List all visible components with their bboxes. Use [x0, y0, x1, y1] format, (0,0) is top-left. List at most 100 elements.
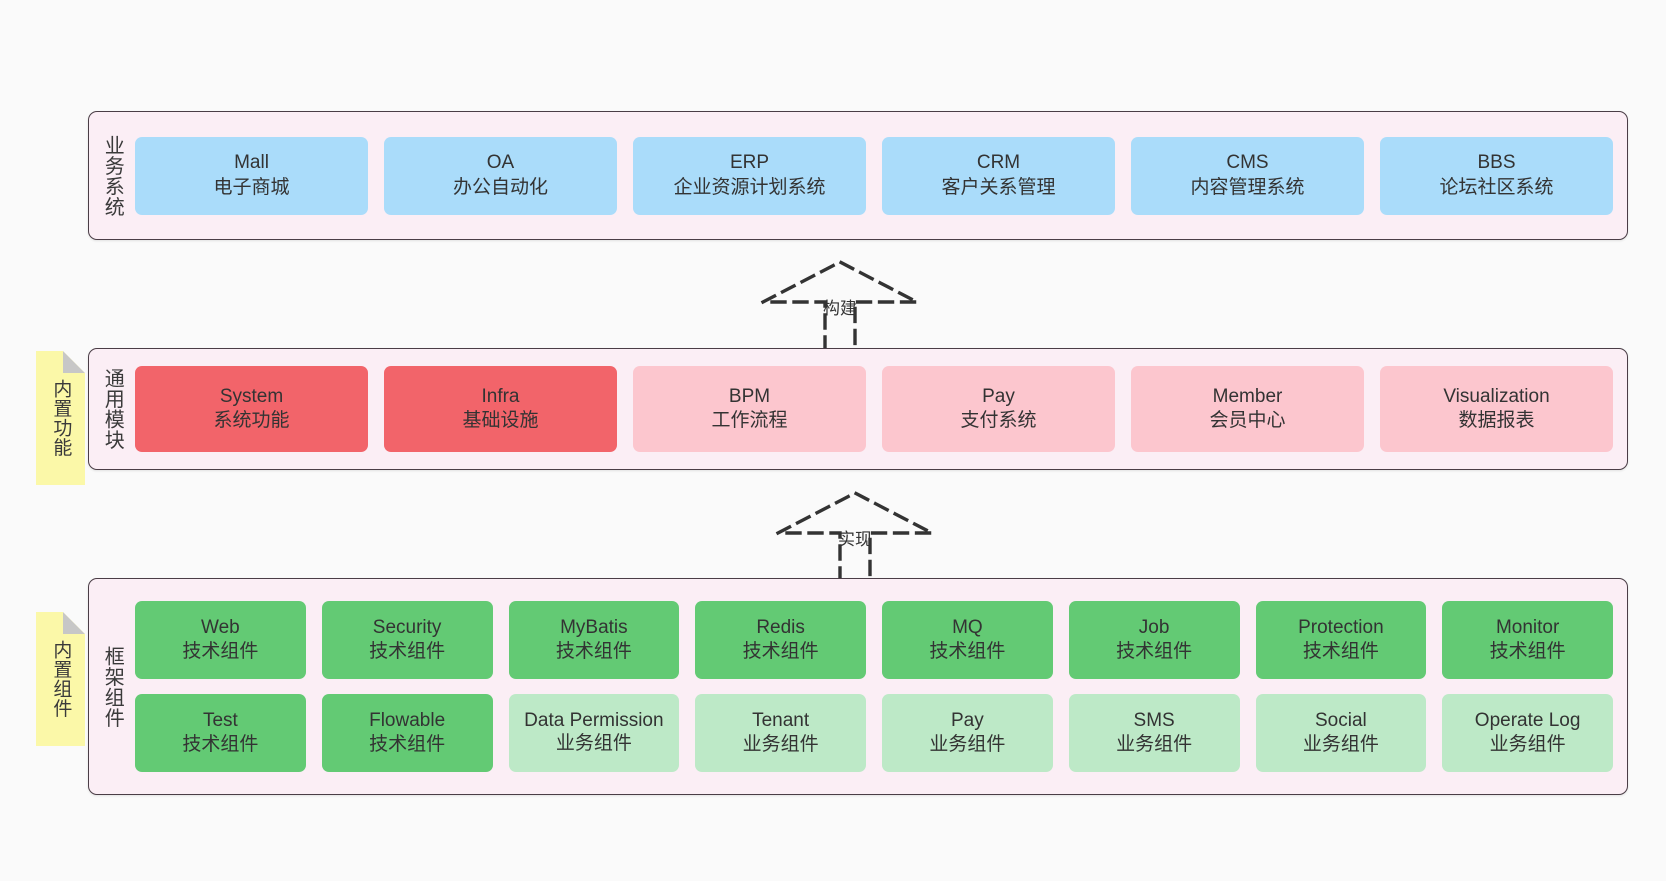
note-fold-corner-icon: [63, 351, 85, 373]
card-title: BPM: [728, 385, 771, 407]
connector-label-implement: 实现: [838, 530, 872, 549]
card-title: System: [219, 385, 284, 407]
card-title: Flowable: [369, 709, 446, 731]
card-protection[interactable]: Protection 技术组件: [1255, 601, 1427, 679]
card-subtitle: 技术组件: [1116, 641, 1193, 662]
note-builtin-components: 内置组件: [36, 612, 85, 746]
card-subtitle: 业务组件: [1116, 734, 1193, 755]
card-title: Redis: [756, 616, 805, 638]
card-subtitle: 支付系统: [960, 410, 1037, 431]
note-fold-corner-icon: [63, 612, 85, 634]
card-title: Visualization: [1443, 385, 1550, 407]
card-title: Tenant: [752, 709, 810, 731]
card-title: Monitor: [1495, 616, 1560, 638]
card-crm[interactable]: CRM 客户关系管理: [882, 136, 1115, 215]
card-subtitle: 技术组件: [1302, 641, 1379, 662]
card-mall[interactable]: Mall 电子商城: [135, 136, 368, 215]
card-subtitle: 论坛社区系统: [1439, 176, 1554, 198]
card-title: Operate Log: [1474, 709, 1581, 731]
card-erp[interactable]: ERP 企业资源计划系统: [633, 136, 866, 215]
card-subtitle: 技术组件: [742, 641, 819, 662]
card-title: Infra: [481, 385, 520, 407]
layer-common-modules: 通用模块 System 系统功能 Infra 基础设施 BPM 工作流程 Pay…: [88, 348, 1628, 470]
card-mybatis[interactable]: MyBatis 技术组件: [508, 601, 680, 679]
card-title: Job: [1138, 616, 1170, 638]
card-web[interactable]: Web 技术组件: [135, 601, 306, 679]
card-bpm[interactable]: BPM 工作流程: [633, 366, 866, 452]
card-title: Test: [202, 709, 238, 731]
card-title: CMS: [1226, 152, 1269, 174]
card-title: Web: [201, 616, 240, 638]
card-subtitle: 基础设施: [462, 410, 539, 431]
card-title: MyBatis: [560, 616, 628, 638]
card-title: Social: [1315, 709, 1367, 731]
card-subtitle: 内容管理系统: [1190, 176, 1305, 198]
card-operate-log[interactable]: Operate Log 业务组件: [1442, 694, 1613, 772]
card-test[interactable]: Test 技术组件: [135, 694, 306, 772]
layer-framework-components: 框架组件 Web 技术组件 Security 技术组件 MyBatis 技术组件…: [88, 578, 1628, 795]
card-visualization[interactable]: Visualization 数据报表: [1380, 366, 1613, 452]
note-label: 内置功能: [50, 379, 72, 457]
card-row: System 系统功能 Infra 基础设施 BPM 工作流程 Pay 支付系统…: [135, 366, 1613, 452]
card-title: Member: [1212, 385, 1283, 407]
card-pay-module[interactable]: Pay 支付系统: [882, 366, 1115, 452]
connector-label-build: 构建: [823, 299, 857, 318]
card-subtitle: 技术组件: [1489, 641, 1566, 662]
card-monitor[interactable]: Monitor 技术组件: [1442, 601, 1613, 679]
card-title: SMS: [1133, 709, 1175, 731]
card-sms[interactable]: SMS 业务组件: [1068, 694, 1240, 772]
card-mq[interactable]: MQ 技术组件: [882, 601, 1053, 679]
card-redis[interactable]: Redis 技术组件: [695, 601, 866, 679]
card-title: OA: [486, 152, 515, 174]
note-label: 内置组件: [50, 640, 72, 718]
card-tenant[interactable]: Tenant 业务组件: [695, 694, 866, 772]
card-subtitle: 业务组件: [742, 734, 819, 755]
connector-build: 构建: [755, 258, 925, 352]
card-title: CRM: [976, 152, 1021, 174]
layer-body-framework: Web 技术组件 Security 技术组件 MyBatis 技术组件 Redi…: [135, 579, 1627, 794]
card-subtitle: 业务组件: [1302, 734, 1379, 755]
card-cms[interactable]: CMS 内容管理系统: [1131, 136, 1364, 215]
connector-implement: 实现: [770, 489, 940, 583]
card-subtitle: 业务组件: [929, 734, 1006, 755]
card-subtitle: 技术组件: [182, 734, 259, 755]
card-social[interactable]: Social 业务组件: [1255, 694, 1427, 772]
card-subtitle: 技术组件: [929, 641, 1006, 662]
card-title: Security: [372, 616, 442, 638]
card-oa[interactable]: OA 办公自动化: [384, 136, 617, 215]
card-subtitle: 办公自动化: [452, 176, 548, 198]
card-security[interactable]: Security 技术组件: [321, 601, 493, 679]
card-member[interactable]: Member 会员中心: [1131, 366, 1364, 452]
card-title: Mall: [234, 152, 269, 174]
card-row: Mall 电子商城 OA 办公自动化 ERP 企业资源计划系统 CRM 客户关系…: [135, 136, 1613, 215]
card-infra[interactable]: Infra 基础设施: [384, 366, 617, 452]
card-pay-component[interactable]: Pay 业务组件: [882, 694, 1053, 772]
card-subtitle: 电子商城: [213, 176, 290, 198]
card-flowable[interactable]: Flowable 技术组件: [321, 694, 493, 772]
card-row-tech: Web 技术组件 Security 技术组件 MyBatis 技术组件 Redi…: [135, 601, 1613, 679]
layer-body-modules: System 系统功能 Infra 基础设施 BPM 工作流程 Pay 支付系统…: [135, 349, 1627, 469]
card-title: Protection: [1298, 616, 1384, 638]
card-subtitle: 数据报表: [1458, 410, 1535, 431]
card-job[interactable]: Job 技术组件: [1068, 601, 1240, 679]
card-subtitle: 技术组件: [182, 641, 259, 662]
card-subtitle: 工作流程: [711, 410, 788, 431]
card-title: Pay: [982, 385, 1015, 407]
note-builtin-function: 内置功能: [36, 351, 85, 485]
card-data-permission[interactable]: Data Permission 业务组件: [508, 694, 680, 772]
card-bbs[interactable]: BBS 论坛社区系统: [1380, 136, 1613, 215]
card-subtitle: 会员中心: [1209, 410, 1286, 431]
card-subtitle: 客户关系管理: [941, 176, 1056, 198]
card-subtitle: 技术组件: [369, 734, 446, 755]
card-system[interactable]: System 系统功能: [135, 366, 368, 452]
generalization-arrow-icon: [777, 491, 933, 583]
card-title: ERP: [729, 152, 770, 174]
layer-title-business: 业务系统: [101, 134, 124, 217]
layer-title-framework: 框架组件: [101, 645, 124, 728]
card-title: MQ: [952, 616, 983, 638]
card-row-business: Test 技术组件 Flowable 技术组件 Data Permission …: [135, 694, 1613, 772]
card-subtitle: 技术组件: [369, 641, 446, 662]
generalization-arrow-icon: [762, 260, 918, 352]
layer-body-business: Mall 电子商城 OA 办公自动化 ERP 企业资源计划系统 CRM 客户关系…: [135, 112, 1627, 239]
